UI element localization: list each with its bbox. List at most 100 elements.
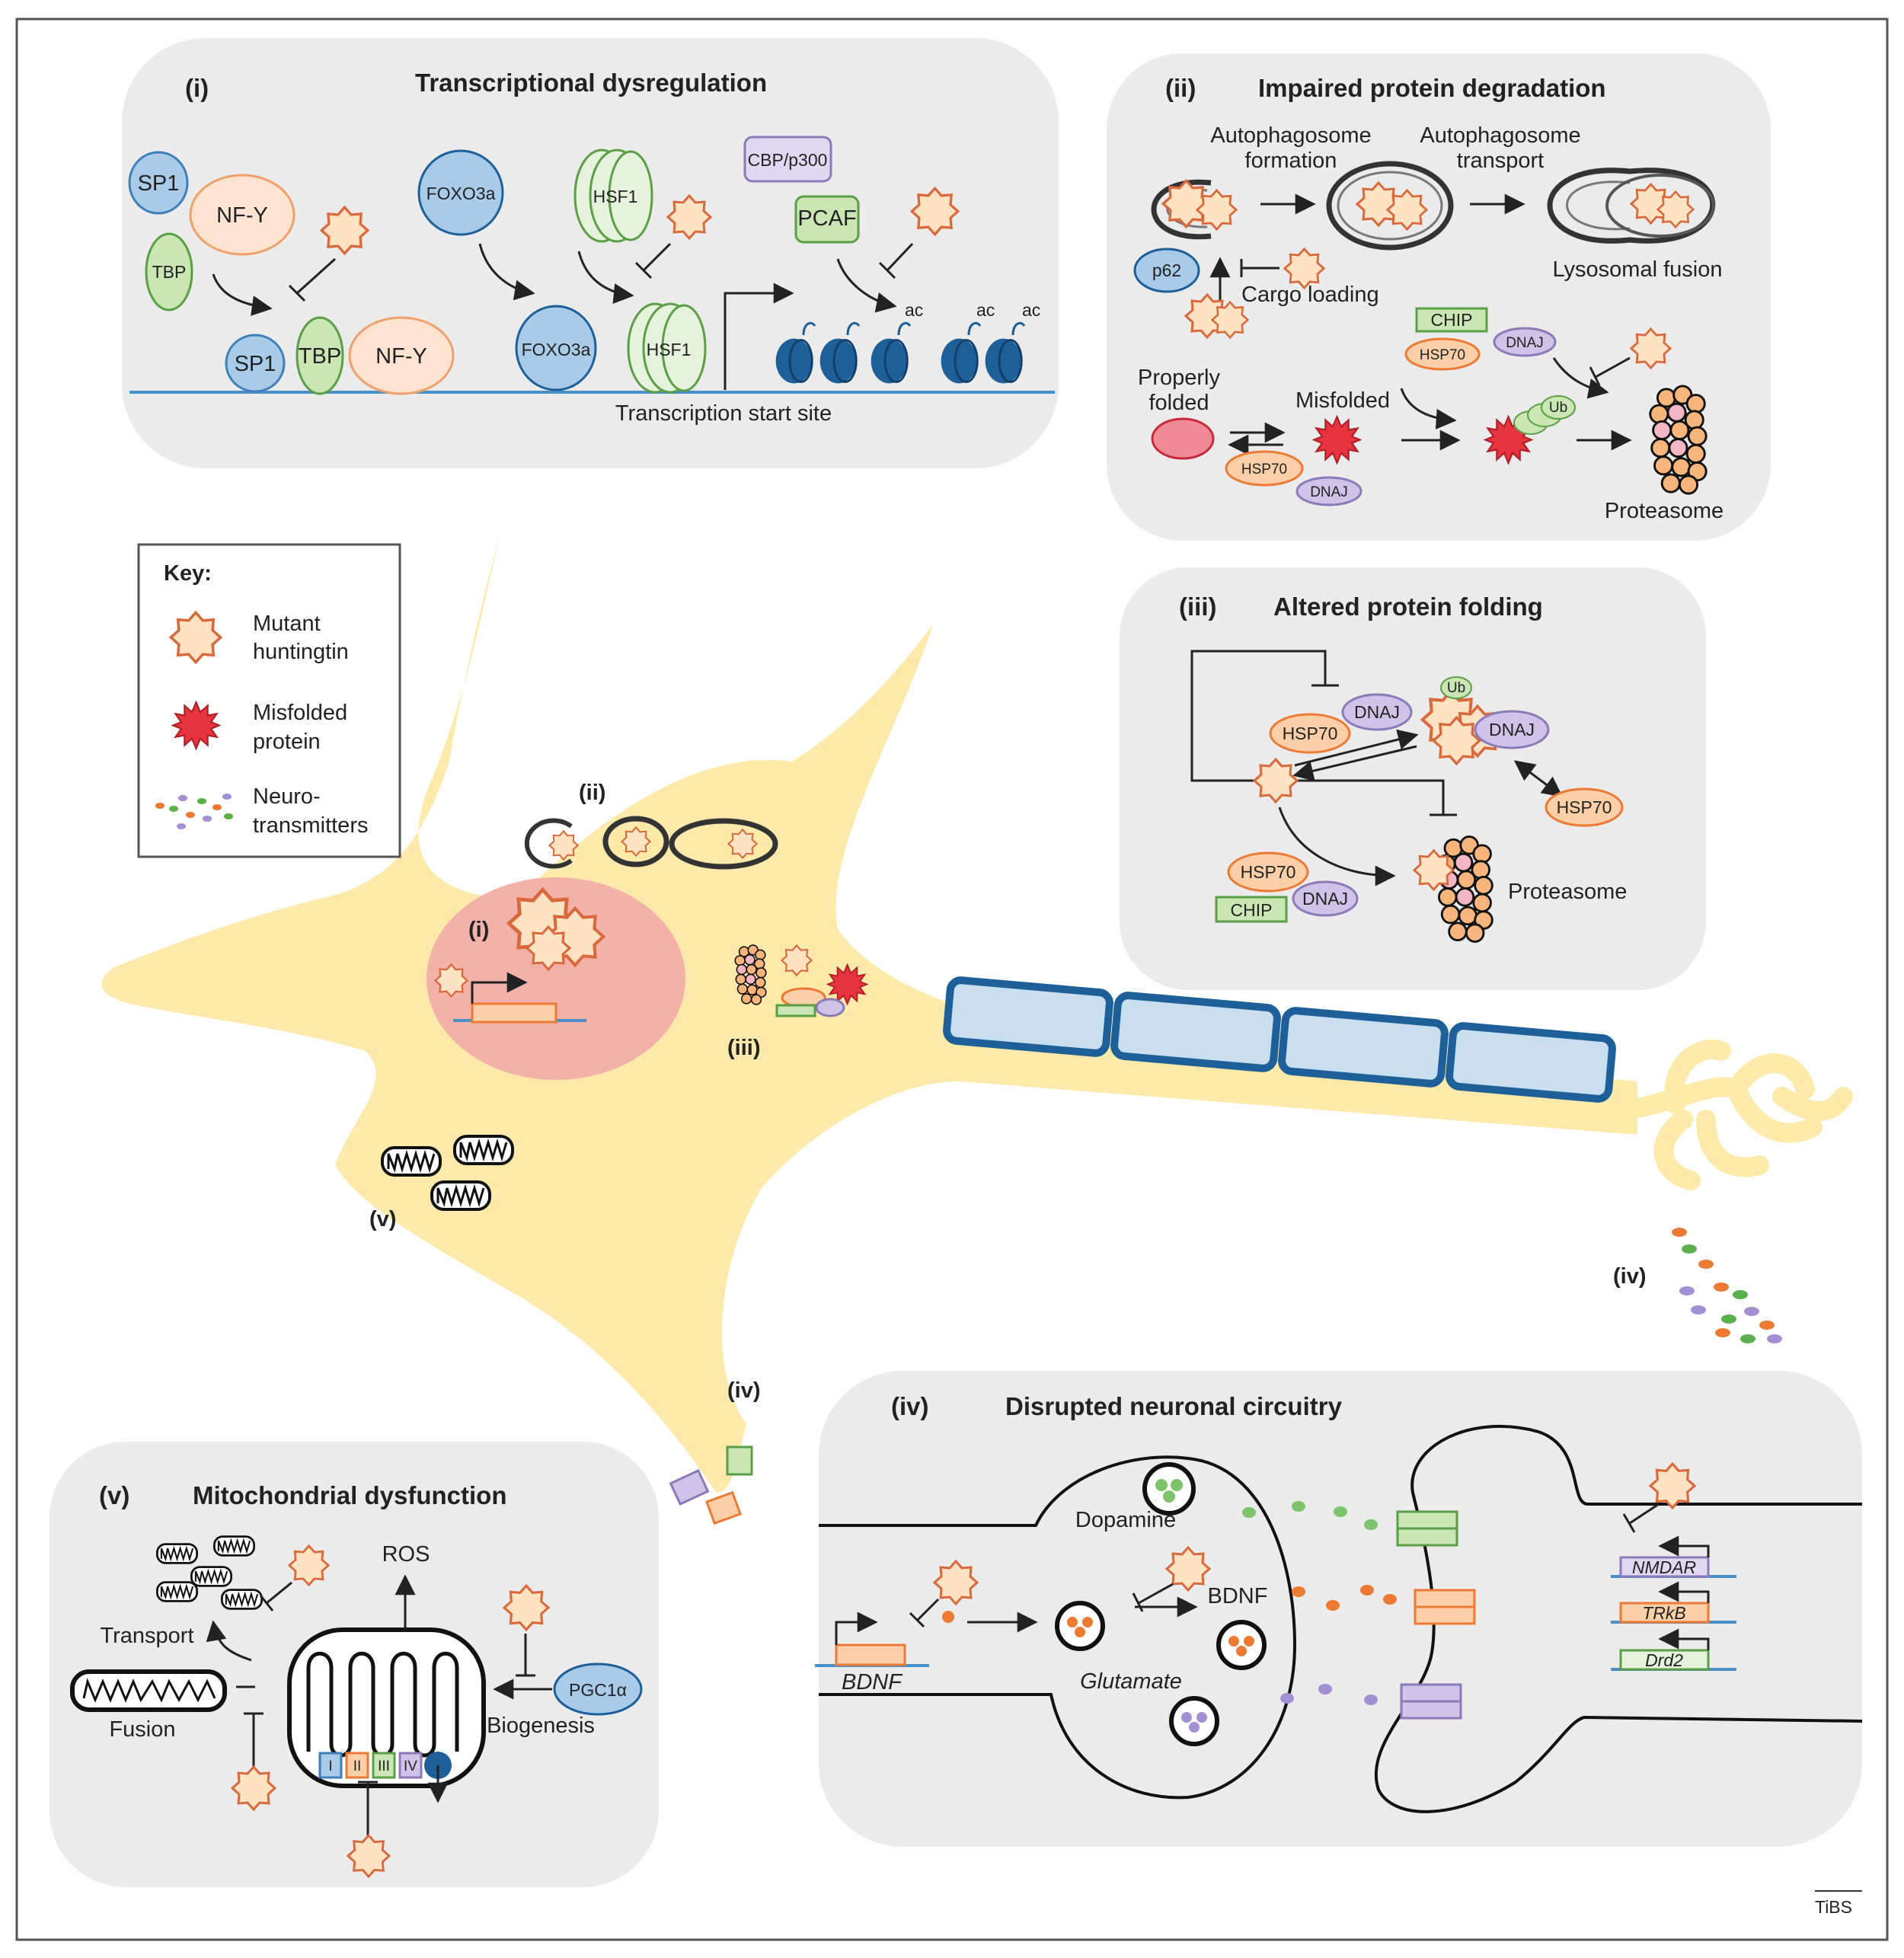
svg-text:II: II bbox=[353, 1758, 362, 1774]
dendrite-receptors bbox=[669, 1445, 753, 1525]
svg-text:TBP: TBP bbox=[152, 262, 187, 282]
sp1-bound bbox=[225, 334, 286, 393]
svg-text:SP1: SP1 bbox=[138, 171, 180, 196]
svg-text:SP1: SP1 bbox=[235, 352, 276, 376]
svg-text:DNAJ: DNAJ bbox=[1310, 484, 1348, 500]
svg-text:Ub: Ub bbox=[1549, 400, 1567, 416]
svg-text:III: III bbox=[378, 1758, 390, 1774]
panel-iv-title: Disrupted neuronal circuitry bbox=[1005, 1392, 1343, 1420]
svg-text:Autophagosome: Autophagosome bbox=[1210, 123, 1371, 148]
ac-label-3: ac bbox=[1022, 300, 1040, 320]
htt-icon-i-2 bbox=[666, 194, 712, 240]
nucleus bbox=[426, 877, 685, 1080]
svg-text:NF-Y: NF-Y bbox=[375, 344, 427, 369]
panel-ii-title: Impaired protein degradation bbox=[1258, 74, 1606, 102]
ac-label-1: ac bbox=[905, 300, 923, 320]
svg-text:NMDAR: NMDAR bbox=[1632, 1557, 1696, 1577]
neuron: (i) (ii) (iii) (v) (iv) bbox=[101, 525, 1853, 1525]
key-heading: Key: bbox=[164, 561, 212, 586]
htt-icon-v-biogenesis bbox=[503, 1584, 550, 1631]
htt-icon-iv-bdnf bbox=[1165, 1546, 1211, 1592]
svg-text:Ub: Ub bbox=[1447, 680, 1465, 696]
panel-v-title: Mitochondrial dysfunction bbox=[193, 1481, 506, 1509]
ubiquitinated-misfolded: Ub bbox=[1484, 395, 1576, 464]
htt-icon-iii bbox=[1253, 758, 1299, 803]
svg-text:CBP/p300: CBP/p300 bbox=[748, 150, 828, 170]
svg-text:HSP70: HSP70 bbox=[1420, 347, 1465, 363]
hsf1-bound bbox=[627, 302, 707, 394]
panel-iii-numeral: (iii) bbox=[1179, 593, 1216, 621]
svg-text:DNAJ: DNAJ bbox=[1489, 720, 1535, 739]
key-label-neuro-2: transmitters bbox=[253, 813, 368, 838]
neuron-label-i: (i) bbox=[468, 918, 489, 942]
panel-impaired-protein-degradation: (ii) Impaired protein degradation Autoph… bbox=[1107, 53, 1771, 541]
pgc1a bbox=[553, 1663, 643, 1716]
respiratory-complexes bbox=[318, 1752, 452, 1779]
autophagosome-forming bbox=[1151, 179, 1238, 240]
svg-text:HSP70: HSP70 bbox=[1283, 723, 1338, 743]
bdnf-vesicle-1 bbox=[1055, 1601, 1105, 1651]
svg-text:HSF1: HSF1 bbox=[647, 340, 692, 359]
svg-text:TRkB: TRkB bbox=[1642, 1603, 1686, 1623]
key-label-misfolded-2: protein bbox=[253, 730, 321, 754]
key-label-misfolded-1: Misfolded bbox=[253, 701, 347, 725]
panel-transcriptional-dysregulation: (i) Transcriptional dysregulation SP1 NF… bbox=[122, 38, 1059, 468]
bdnf-gene-label: BDNF bbox=[842, 1670, 903, 1694]
svg-text:p62: p62 bbox=[1152, 260, 1181, 280]
glutamate-vesicle bbox=[1169, 1696, 1219, 1746]
released-neurotransmitters bbox=[1672, 1228, 1782, 1343]
key-neurotransmitter-icon bbox=[155, 794, 233, 829]
tbp-top bbox=[145, 232, 193, 311]
svg-text:HSP70: HSP70 bbox=[1557, 797, 1612, 817]
svg-text:Biogenesis: Biogenesis bbox=[487, 1714, 595, 1738]
key-label-mutant-2: huntingtin bbox=[253, 640, 349, 664]
panel-iv-numeral: (iv) bbox=[891, 1392, 929, 1420]
svg-text:Lysosomal fusion: Lysosomal fusion bbox=[1553, 257, 1723, 282]
chip-ii bbox=[1415, 307, 1488, 333]
bdnf-vesicle-2 bbox=[1216, 1620, 1267, 1670]
key-box: Key: Mutant huntingtin Misfolded protein… bbox=[137, 543, 401, 858]
panel-mitochondrial-dysfunction: (v) Mitochondrial dysfunction Transport … bbox=[50, 1442, 659, 1887]
neuron-label-iv-dendrite: (iv) bbox=[727, 1378, 761, 1403]
svg-text:CHIP: CHIP bbox=[1431, 310, 1473, 330]
svg-text:transport: transport bbox=[1457, 149, 1544, 173]
svg-text:DNAJ: DNAJ bbox=[1506, 335, 1544, 351]
panel-altered-protein-folding: (iii) Altered protein folding DNAJ HSP70… bbox=[1120, 567, 1706, 990]
svg-text:HSP70: HSP70 bbox=[1241, 862, 1296, 882]
hsp70-ii-top bbox=[1404, 337, 1481, 371]
properly-folded-protein bbox=[1151, 417, 1215, 460]
htt-aggregate-iii: Ub bbox=[1420, 676, 1504, 765]
postsynaptic-spine bbox=[1374, 1424, 1863, 1813]
svg-text:FOXO3a: FOXO3a bbox=[426, 184, 496, 203]
svg-text:NF-Y: NF-Y bbox=[216, 203, 268, 228]
svg-text:FOXO3a: FOXO3a bbox=[522, 340, 591, 359]
svg-text:DNAJ: DNAJ bbox=[1302, 889, 1348, 909]
cbp-p300 bbox=[743, 136, 832, 183]
foxo3a-bound bbox=[515, 305, 597, 391]
autolysosome bbox=[1547, 168, 1716, 244]
panel-disrupted-neuronal-circuitry: (iv) Disrupted neuronal circuitry Dopami… bbox=[815, 1371, 1863, 1847]
svg-text:Fusion: Fusion bbox=[109, 1717, 175, 1742]
dnaj-ii-top bbox=[1493, 327, 1557, 357]
neuron-body bbox=[101, 525, 1637, 1493]
dopamine-vesicle bbox=[1142, 1462, 1196, 1516]
nfy-bound bbox=[348, 316, 455, 395]
journal-mark: TiBS bbox=[1815, 1897, 1852, 1917]
myelin-sheath bbox=[943, 976, 1616, 1103]
svg-text:Drd2: Drd2 bbox=[1645, 1650, 1683, 1670]
key-label-mutant-1: Mutant bbox=[253, 612, 321, 636]
htt-icon-ii-proteasome bbox=[1630, 327, 1672, 369]
hsp70-ii-bottom bbox=[1225, 450, 1304, 487]
tbp-bound bbox=[296, 316, 344, 395]
key-mutant-htt-icon bbox=[169, 611, 222, 664]
svg-text:Glutamate: Glutamate bbox=[1080, 1669, 1182, 1694]
nfy-top bbox=[189, 174, 296, 256]
htt-icon-iv-genes bbox=[1649, 1462, 1696, 1509]
panel-iii-title: Altered protein folding bbox=[1273, 593, 1543, 621]
p62 bbox=[1133, 248, 1200, 293]
panel-i-title: Transcriptional dysregulation bbox=[415, 69, 767, 97]
htt-icon-v-fusion bbox=[231, 1765, 276, 1811]
dnaj-iii-left bbox=[1341, 693, 1413, 731]
htt-icon-iv-gene bbox=[933, 1560, 979, 1605]
